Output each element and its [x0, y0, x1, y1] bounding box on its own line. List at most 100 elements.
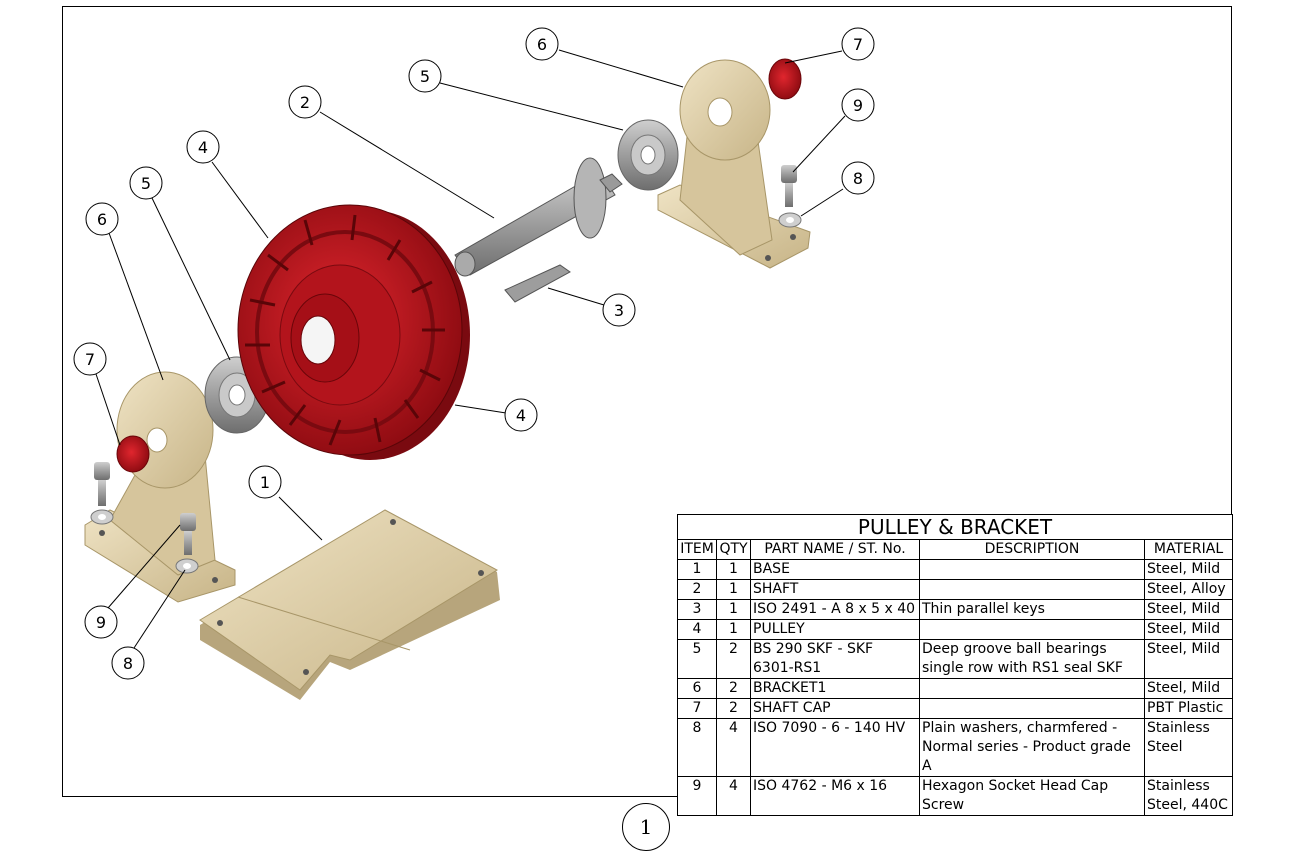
svg-text:9: 9 — [96, 613, 106, 632]
bom-header-material: MATERIAL — [1143, 539, 1234, 560]
right-washer-part — [778, 212, 802, 228]
row-part: ISO 2491 - A 8 x 5 x 40 — [750, 599, 920, 620]
row-qty: 2 — [716, 698, 751, 719]
left-screws-part — [94, 462, 196, 555]
row-description: Thin parallel keys — [919, 599, 1145, 620]
row-item: 9 — [677, 776, 717, 816]
balloon-5-left: 5 — [129, 166, 163, 200]
svg-text:8: 8 — [853, 169, 863, 188]
row-description: Plain washers, charmfered - Normal serie… — [919, 718, 1145, 777]
row-description: Deep groove ball bearings single row wit… — [919, 639, 1145, 679]
balloon-9-right: 9 — [841, 88, 875, 122]
row-material: Steel, Alloy — [1143, 579, 1234, 600]
bom-header-item: ITEM — [677, 539, 717, 560]
row-part: SHAFT — [750, 579, 920, 600]
shaft-part — [454, 157, 623, 277]
row-part: ISO 4762 - M6 x 16 — [750, 776, 920, 816]
row-item: 7 — [677, 698, 717, 719]
balloon-6-left: 6 — [85, 202, 119, 236]
row-qty: 2 — [716, 678, 751, 699]
base-part — [199, 509, 500, 700]
row-item: 2 — [677, 579, 717, 600]
balloon-6-top: 6 — [525, 27, 559, 61]
right-screw-part — [781, 165, 797, 207]
balloon-5-top: 5 — [408, 59, 442, 93]
row-part: BASE — [750, 559, 920, 580]
svg-text:3: 3 — [614, 301, 624, 320]
bom-header-row: ITEM QTY PART NAME / ST. No. DESCRIPTION… — [677, 539, 1234, 560]
row-qty: 2 — [716, 639, 751, 679]
sheet-border — [62, 6, 1232, 797]
balloon-3: 3 — [602, 293, 636, 327]
row-description — [919, 619, 1145, 640]
row-item: 5 — [677, 639, 717, 679]
svg-text:6: 6 — [97, 210, 107, 229]
row-part: SHAFT CAP — [750, 698, 920, 719]
svg-text:6: 6 — [537, 35, 547, 54]
row-material: Stainless Steel — [1143, 718, 1234, 777]
row-part: BS 290 SKF - SKF 6301-RS1 — [750, 639, 920, 679]
bom-header-qty: QTY — [716, 539, 751, 560]
bom-header-description: DESCRIPTION — [919, 539, 1145, 560]
row-item: 6 — [677, 678, 717, 699]
left-washers-part — [90, 509, 199, 574]
balloon-4-top: 4 — [186, 130, 220, 164]
bom-title: PULLEY & BRACKET — [676, 514, 1234, 540]
row-qty: 1 — [716, 559, 751, 580]
row-material: Steel, Mild — [1143, 599, 1234, 620]
svg-text:5: 5 — [420, 67, 430, 86]
balloon-7-right: 7 — [841, 27, 875, 61]
balloon-8-left: 8 — [111, 646, 145, 680]
svg-text:1: 1 — [260, 473, 270, 492]
svg-text:5: 5 — [141, 174, 151, 193]
pulley-part — [237, 204, 470, 460]
row-description — [919, 579, 1145, 600]
bill-of-materials-table: PULLEY & BRACKET ITEM QTY PART NAME / ST… — [676, 514, 1234, 816]
row-material: Steel, Mild — [1143, 639, 1234, 679]
row-item: 3 — [677, 599, 717, 620]
row-material: Steel, Mild — [1143, 559, 1234, 580]
row-description — [919, 678, 1145, 699]
leader-lines — [95, 49, 846, 649]
row-description: Hexagon Socket Head Cap Screw — [919, 776, 1145, 816]
right-bearing-part — [617, 119, 679, 191]
row-material: Steel, Mild — [1143, 678, 1234, 699]
row-item: 8 — [677, 718, 717, 777]
balloon-2: 2 — [288, 85, 322, 119]
balloon-7-left: 7 — [73, 342, 107, 376]
row-qty: 1 — [716, 599, 751, 620]
right-bracket-part — [657, 59, 811, 269]
row-qty: 1 — [716, 579, 751, 600]
bom-header-part: PART NAME / ST. No. — [750, 539, 920, 560]
svg-text:4: 4 — [516, 406, 526, 425]
balloon-8-right: 8 — [841, 161, 875, 195]
key-part — [504, 264, 571, 303]
row-material: Steel, Mild — [1143, 619, 1234, 640]
svg-text:9: 9 — [853, 96, 863, 115]
balloon-4-right: 4 — [504, 398, 538, 432]
right-shaft-cap-part — [768, 58, 802, 100]
balloon-9-left: 9 — [84, 605, 118, 639]
row-qty: 1 — [716, 619, 751, 640]
view-label-balloon: 1 — [622, 803, 670, 851]
row-part: BRACKET1 — [750, 678, 920, 699]
left-shaft-cap-part — [116, 435, 150, 473]
row-item: 1 — [677, 559, 717, 580]
row-material: Stainless Steel, 440C — [1143, 776, 1234, 816]
svg-text:7: 7 — [853, 35, 863, 54]
row-description — [919, 559, 1145, 580]
row-qty: 4 — [716, 718, 751, 777]
svg-text:7: 7 — [85, 350, 95, 369]
balloon-1: 1 — [248, 465, 282, 499]
row-part: PULLEY — [750, 619, 920, 640]
row-material: PBT Plastic — [1143, 698, 1234, 719]
